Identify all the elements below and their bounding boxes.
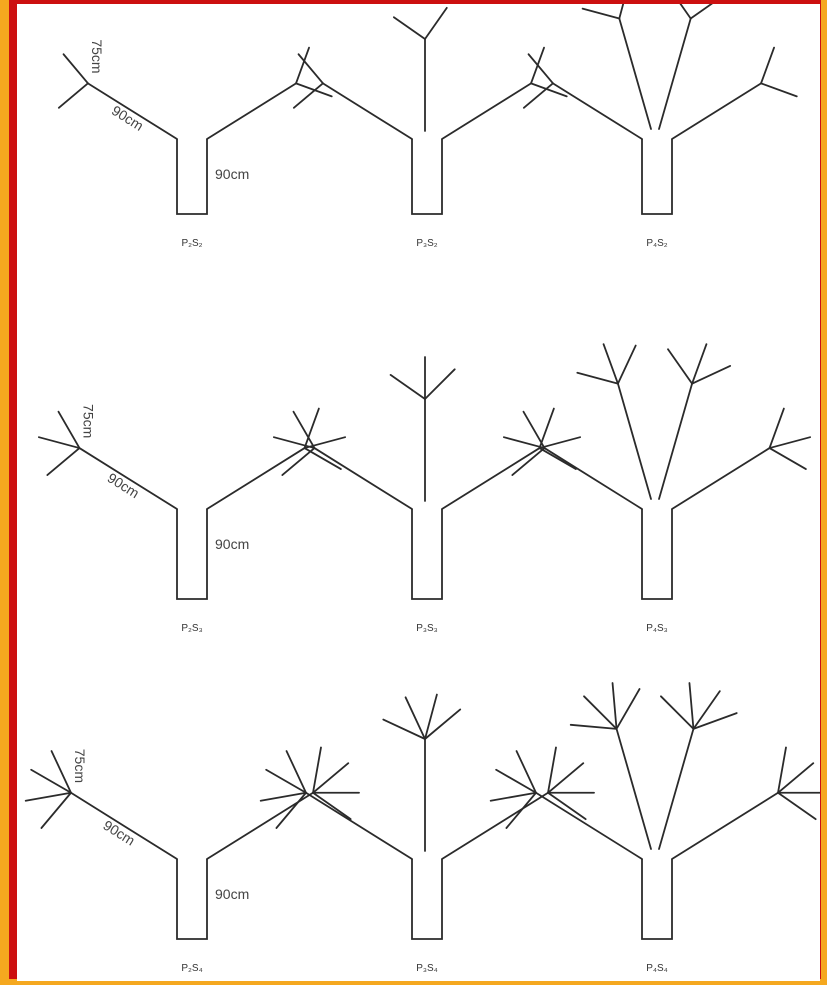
primary-branch-inner-left [618,384,651,499]
tree-2-1: P₂S₃ 90cm 90cm 75cm [39,404,345,634]
tree-3-3: P₄S₄ [491,683,820,974]
inner-right-cluster-shoot-2 [691,4,722,18]
primary-branch-inner-right [659,18,691,129]
right-cluster-shoot-2 [770,437,811,448]
center-cluster-shoot-1 [383,720,425,739]
primary-branch-left [544,448,642,509]
right-cluster-shoot-1 [761,48,774,84]
center-cluster-shoot-4 [425,709,460,739]
center-cluster-shoot-3 [425,369,455,399]
treatment-label: P₂S₄ [181,963,202,974]
left-cluster-shoot-1 [524,83,553,107]
primary-branch-right [672,448,770,509]
trunk [177,139,207,214]
tree-2-2: P₃S₃ [274,357,580,634]
tree-1-3: P₄S₂ [524,4,797,249]
left-cluster-shoot-1 [59,83,88,107]
branch-length-label: 90cm [109,102,147,134]
inner-left-cluster-shoot-1 [571,725,617,729]
treatment-label: P₂S₃ [181,623,202,634]
treatment-label: P₄S₄ [646,963,668,974]
inner-left-cluster-shoot-3 [618,346,636,384]
primary-branch-left [314,448,412,509]
left-cluster-shoot-2 [64,54,88,83]
shoot-length-label: 75cm [80,404,96,438]
center-cluster-shoot-3 [425,695,437,739]
shoot-length-label: 75cm [72,749,88,783]
tree-2-3: P₄S₃ [504,344,810,634]
right-cluster-shoot-1 [770,409,784,448]
center-cluster-shoot-2 [425,8,447,39]
inner-left-cluster-shoot-2 [619,4,629,18]
inner-left-cluster-shoot-4 [617,689,640,729]
inner-left-cluster-shoot-1 [583,9,620,19]
inner-right-cluster-shoot-2 [689,683,693,729]
primary-branch-left [306,793,412,859]
primary-branch-right [672,83,761,139]
primary-branch-inner-left [619,18,651,129]
inner-left-cluster-shoot-2 [584,696,617,729]
primary-branch-inner-right [659,729,693,849]
trunk-length-label: 90cm [215,166,249,182]
primary-branch-right [672,793,778,859]
treatment-label: P₄S₃ [646,623,668,634]
trunk-length-label: 90cm [215,536,249,552]
right-cluster-shoot-2 [540,437,581,448]
treatment-label: P₃S₄ [416,963,438,974]
right-cluster-shoot-3 [540,448,576,469]
trunk [412,509,442,599]
treatment-label: P₃S₂ [416,238,437,249]
primary-branch-right [442,448,540,509]
trunk [177,859,207,939]
right-cluster-shoot-2 [531,83,567,96]
primary-branch-right [207,83,296,139]
inner-right-cluster-shoot-1 [668,349,692,383]
trunk [642,509,672,599]
right-cluster-shoot-3 [770,448,806,469]
center-cluster-shoot-2 [406,697,425,739]
primary-branch-inner-right [659,384,692,499]
inner-left-cluster-shoot-3 [613,683,617,729]
branch-length-label: 90cm [105,470,143,502]
primary-branch-inner-left [617,729,651,849]
primary-branch-right [207,448,305,509]
trunk [642,139,672,214]
tree-1-1: P₂S₂ 90cm 90cm 75cm [59,39,332,249]
center-cluster-shoot-1 [394,17,425,39]
tree-3-2: P₃S₄ [261,695,594,974]
right-cluster-shoot-4 [548,793,586,819]
right-cluster-shoot-2 [761,83,797,96]
shoot-length-label: 75cm [89,39,105,73]
branch-length-label: 90cm [100,817,138,849]
inner-left-cluster-shoot-1 [577,373,618,384]
primary-branch-left [553,83,642,139]
treatment-label: P₂S₂ [181,238,202,249]
center-cluster-shoot-1 [391,375,425,399]
inner-right-cluster-shoot-1 [669,4,691,18]
trunk [412,859,442,939]
tree-3-1: P₂S₄ 90cm 90cm 75cm [26,747,359,974]
left-cluster-shoot-1 [47,448,79,475]
right-cluster-shoot-4 [778,793,816,819]
trunk [642,859,672,939]
treatment-label: P₄S₂ [646,238,667,249]
trunk-length-label: 90cm [215,886,249,902]
primary-branch-left [536,793,642,859]
primary-branch-left [323,83,412,139]
trunk [177,509,207,599]
treatment-label: P₃S₃ [416,623,437,634]
primary-branch-right [442,793,548,859]
inner-right-cluster-shoot-1 [661,696,694,729]
inner-left-cluster-shoot-2 [604,344,618,383]
tree-1-2: P₃S₂ [294,8,567,249]
right-cluster-shoot-4 [313,793,351,819]
trunk [412,139,442,214]
primary-branch-right [442,83,531,139]
